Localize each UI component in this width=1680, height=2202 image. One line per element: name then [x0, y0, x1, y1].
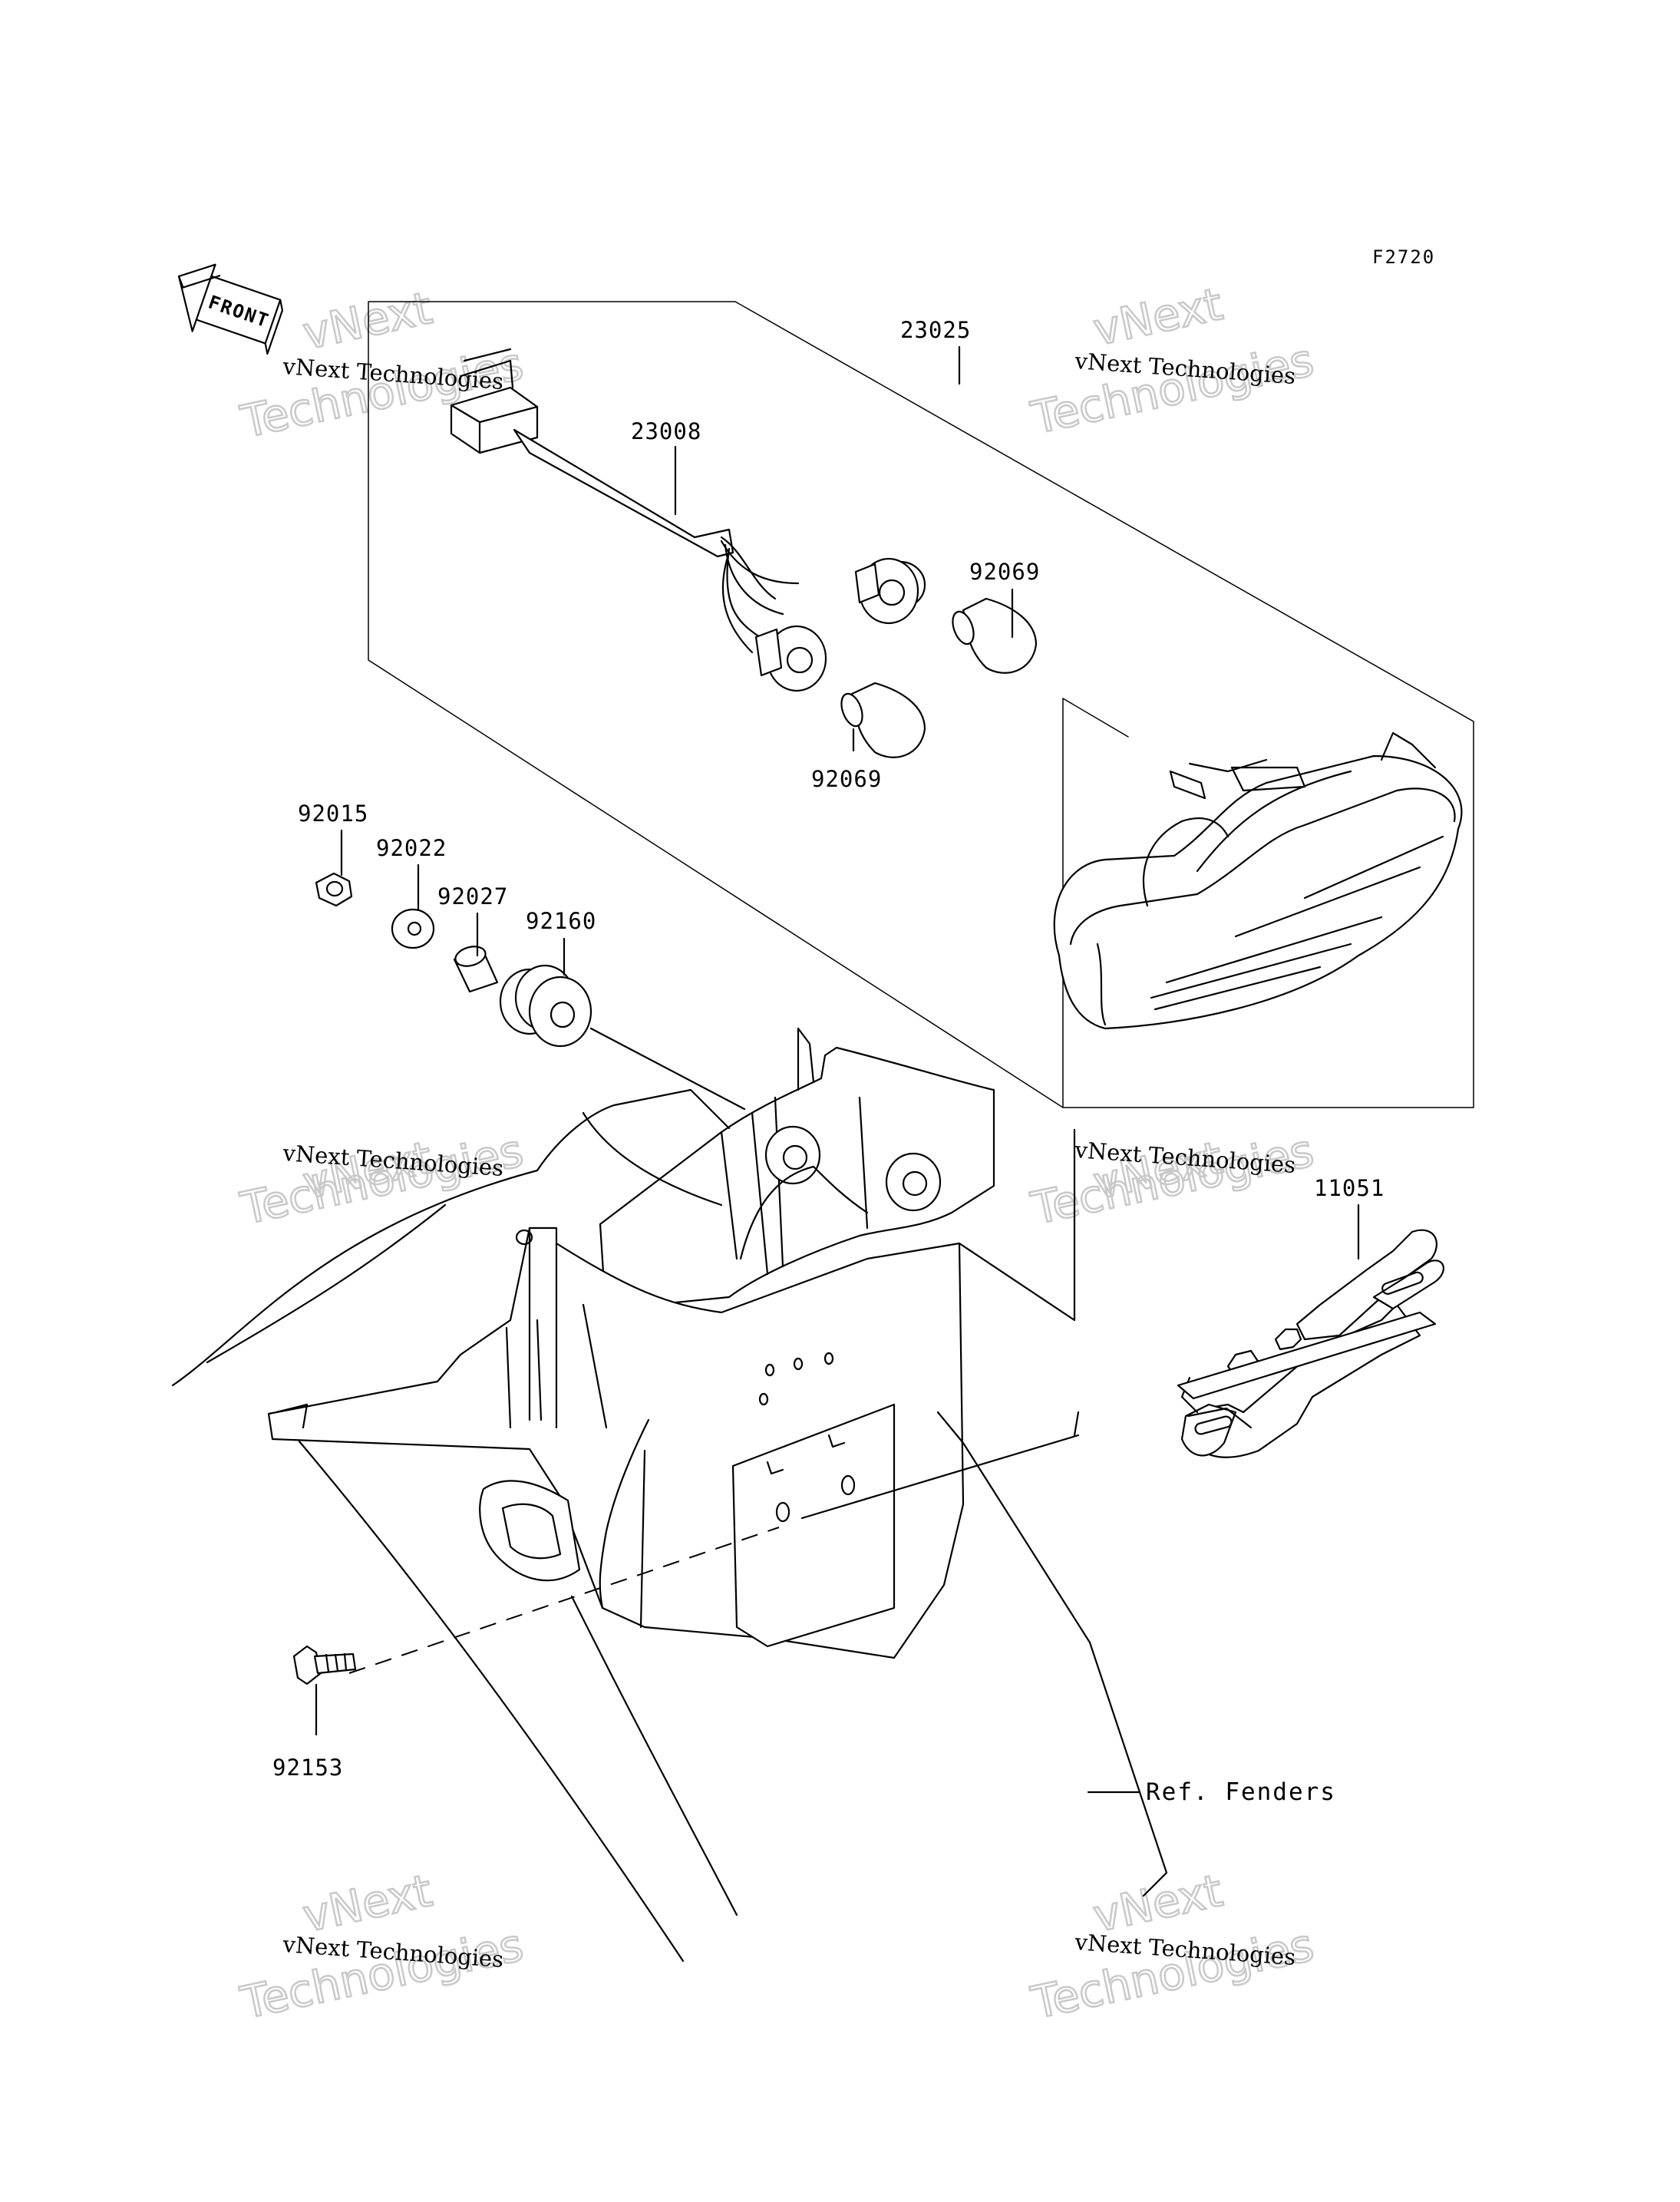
- grommet-92160: [499, 964, 592, 1048]
- callout-92153: 92153: [272, 1755, 343, 1781]
- tail-frame-bracket: [599, 1027, 995, 1322]
- bolt-92153: [292, 1645, 357, 1685]
- figure-id: F2720: [1372, 246, 1435, 268]
- license-bracket-11051: [1177, 1229, 1444, 1458]
- rear-fender: [171, 1088, 1168, 1963]
- bolt-dashed-path: [348, 1527, 780, 1674]
- watermark-big-line1: vNext: [299, 1864, 437, 1943]
- callout-92027: 92027: [437, 883, 508, 910]
- watermark-mid-right: vNext Technologies vNext Technologies: [1026, 1123, 1319, 1236]
- bulb-lower-92069: [840, 682, 926, 758]
- assembly-line-lens: [958, 1128, 1076, 1322]
- callout-92022: 92022: [376, 835, 447, 861]
- watermark-mid-left: vNext Technologies vNext Technologies: [236, 1123, 529, 1236]
- callout-23025: 23025: [900, 317, 971, 343]
- watermark-bottom-right: vNext Technologies vNext Technologies: [1026, 1864, 1319, 2030]
- watermark-big-line1: vNext: [299, 282, 437, 360]
- watermark-top-right: vNext Technologies vNext Technologies: [1026, 277, 1319, 445]
- callout-92069-upper: 92069: [969, 559, 1040, 585]
- callout-92160: 92160: [526, 908, 596, 934]
- watermark-big-line1: vNext: [1089, 278, 1227, 356]
- collar-92027: [453, 946, 499, 993]
- callout-23008: 23008: [631, 418, 701, 444]
- bulb-upper-92069: [952, 597, 1038, 674]
- grommet-leader: [589, 1027, 746, 1111]
- watermark-big-line2: Technologies: [236, 1919, 528, 2029]
- ref-fenders-label: Ref. Fenders: [1146, 1778, 1336, 1806]
- front-arrow-icon: FRONT: [177, 263, 284, 355]
- wire-harness-23008: [450, 348, 926, 692]
- watermark-big-line2: Technologies: [1027, 334, 1319, 444]
- callout-92069-lower: 92069: [811, 766, 882, 792]
- callout-11051: 11051: [1314, 1175, 1385, 1201]
- nut-92015: [315, 872, 353, 907]
- washer-92022: [391, 908, 435, 949]
- assembly-line-plate: [800, 1411, 1080, 1520]
- leader-lines: [315, 345, 1360, 1794]
- callout-92015: 92015: [298, 801, 368, 827]
- watermark-bottom-left: vNext Technologies vNext Technologies: [236, 1864, 529, 2030]
- taillight-lens: [1053, 731, 1463, 1030]
- assembly-outline-23025: [368, 301, 1474, 1108]
